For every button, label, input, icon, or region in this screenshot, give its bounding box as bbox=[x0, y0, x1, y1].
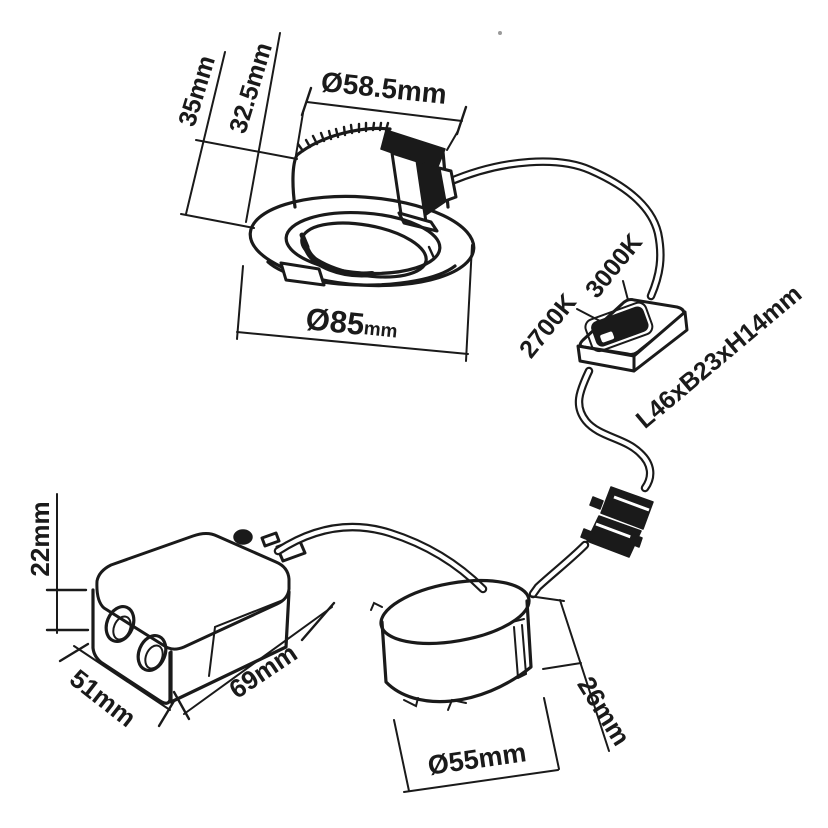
cable-junctionbox-to-driver bbox=[273, 522, 488, 594]
dimension-driver-diameter bbox=[393, 697, 560, 793]
driver-top bbox=[379, 579, 531, 645]
dimension-trim-diameter bbox=[236, 244, 473, 362]
paper-speck bbox=[498, 31, 502, 35]
label-box-length: 69mm bbox=[223, 638, 302, 705]
dimension-box-height bbox=[45, 493, 90, 634]
label-box-width: 51mm bbox=[64, 663, 142, 733]
downlight-fixture bbox=[248, 121, 476, 288]
label-cutout-diameter: Ø58.5mm bbox=[320, 66, 449, 110]
dimension-fixture-heights bbox=[180, 32, 298, 229]
terminal-hole bbox=[136, 634, 168, 672]
label-driver-height: 26mm bbox=[571, 671, 636, 751]
leader-3000k bbox=[622, 280, 629, 301]
dimension-box-width bbox=[58, 642, 176, 728]
label-cct-3000k: 3000K bbox=[580, 229, 648, 304]
label-cct-2700k: 2700K bbox=[514, 289, 582, 364]
dimension-box-length bbox=[172, 601, 336, 721]
box-knob bbox=[233, 529, 253, 545]
trim-tab bbox=[279, 261, 326, 287]
cct-switch bbox=[576, 280, 689, 373]
dimension-driver-height bbox=[528, 595, 610, 752]
cable-switch-to-connector bbox=[574, 366, 655, 493]
cable-fixture-to-switch bbox=[444, 157, 665, 301]
label-total-height: 35mm bbox=[173, 52, 221, 129]
label-trim-diameter: Ø85mm bbox=[304, 301, 400, 345]
switch-slider bbox=[600, 331, 615, 343]
heatsink-fins bbox=[296, 121, 390, 153]
dimension-cutout-diameter bbox=[295, 86, 468, 156]
terminal-hole bbox=[104, 605, 136, 643]
label-driver-diameter: Ø55mm bbox=[426, 737, 528, 780]
led-driver bbox=[370, 579, 533, 711]
label-box-height: 22mm bbox=[25, 501, 55, 576]
leader-2700k bbox=[576, 308, 601, 322]
cable-connector-to-driver bbox=[528, 540, 590, 599]
cable-connector bbox=[580, 486, 654, 558]
junction-box bbox=[91, 529, 307, 705]
